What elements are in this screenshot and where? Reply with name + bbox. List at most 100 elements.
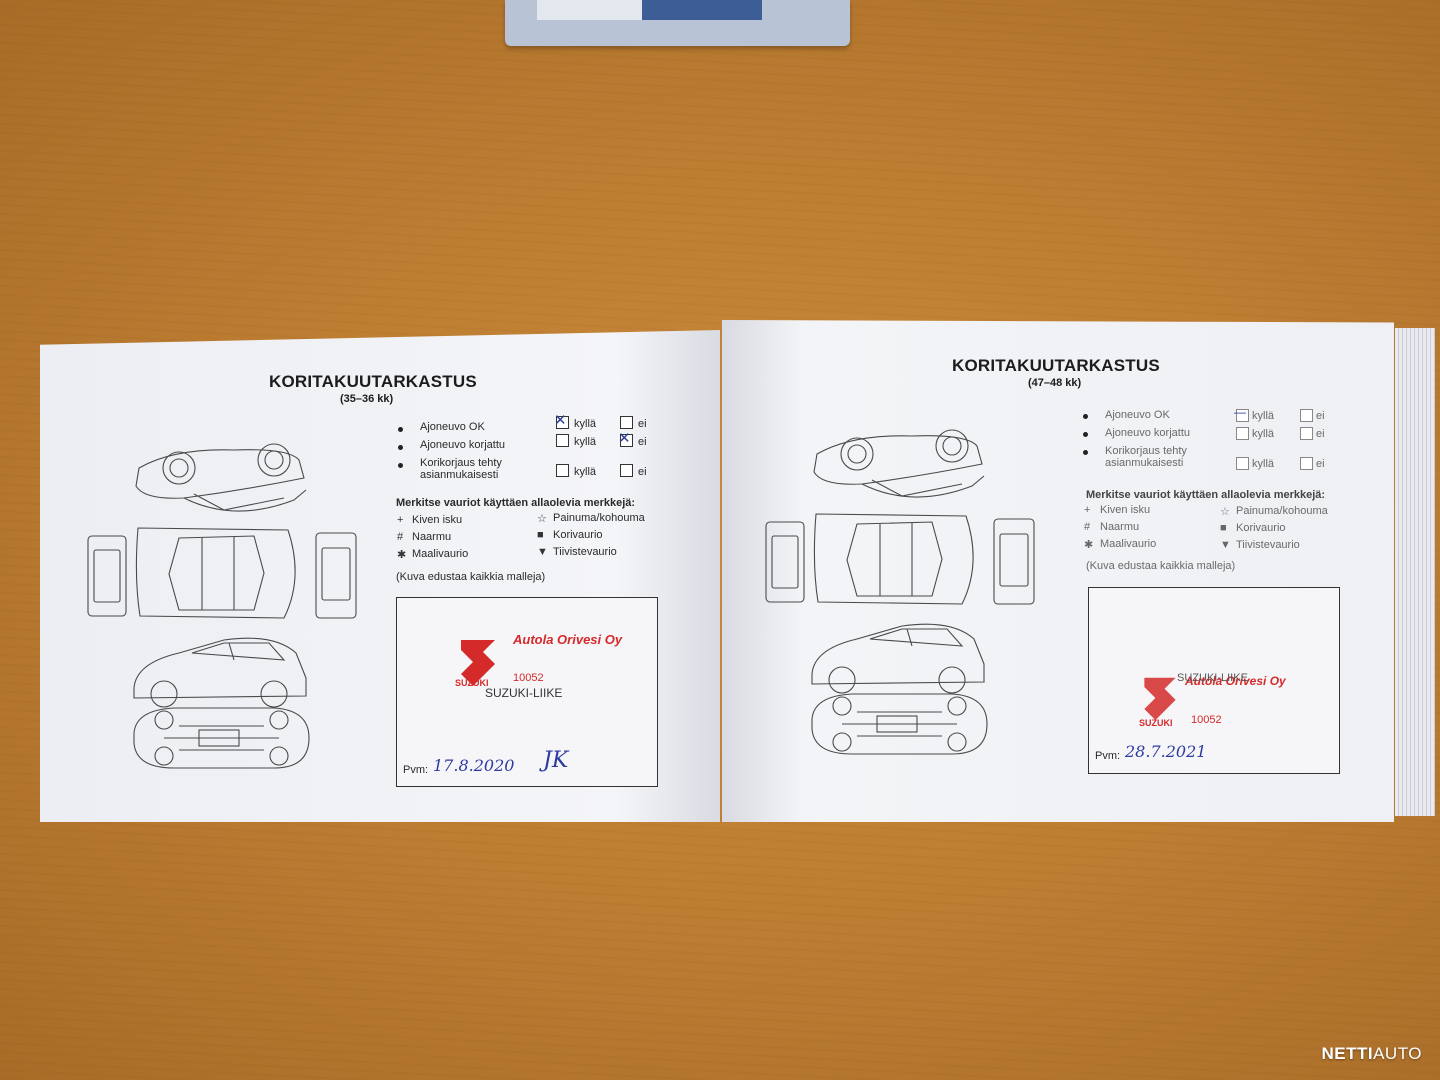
right-page: KORITAKUUTARKASTUS (47–48 kk) Ajoneuvo O… xyxy=(722,320,1394,822)
checkbox-yes[interactable]: ✕ xyxy=(554,412,569,429)
checkbox-yes[interactable] xyxy=(556,464,569,477)
note: (Kuva edustaa kaikkia malleja) xyxy=(396,571,546,583)
handwritten-date: 28.7.2021 xyxy=(1125,742,1207,761)
book-dark-band xyxy=(642,0,762,20)
stamp-brand: SUZUKI xyxy=(455,678,489,688)
page-subtitle: (47–48 kk) xyxy=(1028,377,1082,389)
checkbox-no[interactable] xyxy=(1300,409,1313,422)
mark-symbol: ▼ xyxy=(1220,539,1231,551)
page-title: KORITAKUUTARKASTUS xyxy=(952,356,1160,375)
mark-label: Korivaurio xyxy=(553,529,603,541)
checkbox-yes[interactable] xyxy=(556,434,569,447)
row-label: Ajoneuvo korjattu xyxy=(1105,427,1190,439)
bullet xyxy=(1083,432,1088,437)
dealer-stamp-box: Autola Orivesi Oy SUZUKI 10052 SUZUKI-LI… xyxy=(396,597,658,787)
mark-symbol: ✱ xyxy=(1084,539,1094,551)
checkbox-no[interactable] xyxy=(620,416,633,429)
checkbox-yes[interactable] xyxy=(1236,457,1249,470)
note: (Kuva edustaa kaikkia malleja) xyxy=(1086,560,1236,572)
handwritten-date: 17.8.2020 xyxy=(433,756,515,775)
stamp-type: SUZUKI-LIIKE xyxy=(485,686,563,700)
row-label-line1: Korikorjaus tehty xyxy=(420,457,502,469)
no-label: ei xyxy=(1316,410,1325,422)
stamp-number: 10052 xyxy=(1191,714,1222,726)
logo-bold-part: NETTI xyxy=(1321,1044,1374,1063)
bullet xyxy=(1083,450,1088,455)
mark-symbol: ☆ xyxy=(537,513,547,525)
page-subtitle: (35–36 kk) xyxy=(340,393,394,405)
car-plan-view xyxy=(765,513,1035,605)
no-label: ei xyxy=(1316,458,1325,470)
checkbox-no[interactable] xyxy=(620,464,633,477)
checkbox-no[interactable] xyxy=(1300,427,1313,440)
car-diagram xyxy=(87,443,357,769)
yes-label: kyllä xyxy=(574,418,597,430)
row-label: Ajoneuvo OK xyxy=(420,421,485,433)
left-page: KORITAKUUTARKASTUS (35–36 kk) Ajoneuvo O… xyxy=(40,330,720,822)
blue-service-book xyxy=(505,0,850,46)
mark-label: Tiivistevaurio xyxy=(1236,539,1300,551)
stamp-dealer-name: Autola Orivesi Oy xyxy=(513,632,623,647)
mark-symbol: ☆ xyxy=(1220,506,1230,518)
mark-symbol: ■ xyxy=(1220,522,1227,534)
mark-label: Painuma/kohouma xyxy=(553,512,645,524)
bullet xyxy=(398,427,403,432)
checkbox-yes[interactable]: — xyxy=(1234,406,1249,422)
mark-label: Korivaurio xyxy=(1236,522,1286,534)
page-title: KORITAKUUTARKASTUS xyxy=(269,372,477,391)
book-label-strip xyxy=(537,0,642,20)
car-underbody-view xyxy=(133,707,310,769)
open-service-booklet: KORITAKUUTARKASTUS (35–36 kk) Ajoneuvo O… xyxy=(40,320,1435,825)
stamp-dealer-name: Autola Orivesi Oy xyxy=(1185,674,1286,688)
nettiauto-watermark-logo: NETTIAUTO xyxy=(1321,1044,1422,1064)
bullet xyxy=(398,463,403,468)
mark-symbol: + xyxy=(1084,504,1091,516)
marks-heading: Merkitse vauriot käyttäen allaolevia mer… xyxy=(1086,489,1326,501)
yes-label: kyllä xyxy=(574,466,597,478)
bullet xyxy=(1083,414,1088,419)
yes-label: kyllä xyxy=(574,436,597,448)
stamp-brand: SUZUKI xyxy=(1139,718,1173,728)
mark-symbol: # xyxy=(1084,521,1091,533)
logo-light-part: AUTO xyxy=(1373,1044,1422,1063)
mark-label: Kiven isku xyxy=(412,514,463,526)
mark-label: Maalivaurio xyxy=(1100,538,1157,550)
no-label: ei xyxy=(638,436,647,448)
dealer-stamp-box: Autola Orivesi Oy SUZUKI-LIIKE SUZUKI 10… xyxy=(1088,587,1340,774)
no-label: ei xyxy=(1316,428,1325,440)
marks-heading: Merkitse vauriot käyttäen allaolevia mer… xyxy=(396,497,636,509)
car-side-view xyxy=(133,637,307,708)
mark-label: Painuma/kohouma xyxy=(1236,505,1328,517)
car-top-profile xyxy=(135,443,307,512)
page-edges xyxy=(1395,328,1435,816)
row-label-line1: Korikorjaus tehty xyxy=(1105,445,1187,457)
car-side-view xyxy=(811,623,985,694)
row-label-line2: asianmukaisesti xyxy=(420,469,499,481)
mark-label: Naarmu xyxy=(1100,521,1140,533)
yes-label: kyllä xyxy=(1252,428,1275,440)
mark-symbol: # xyxy=(397,531,404,543)
car-plan-view xyxy=(87,527,357,619)
checkbox-no[interactable]: ✕ xyxy=(618,430,633,447)
handwritten-signature: JK xyxy=(543,748,569,773)
date-label: Pvm: xyxy=(1095,750,1121,762)
checkbox-yes[interactable] xyxy=(1236,427,1249,440)
stamp-type: SUZUKI-LIIKE xyxy=(1177,672,1248,684)
check-mark-icon: ✕ xyxy=(554,412,567,429)
mark-label: Kiven isku xyxy=(1100,504,1151,516)
mark-symbol: + xyxy=(397,514,404,526)
suzuki-logo-icon xyxy=(461,640,495,686)
stamp-number: 10052 xyxy=(513,672,544,684)
date-label: Pvm: xyxy=(403,764,429,776)
mark-label: Maalivaurio xyxy=(412,548,469,560)
yes-label: kyllä xyxy=(1252,458,1275,470)
checkbox-no[interactable] xyxy=(1300,457,1313,470)
check-mark-icon: ✕ xyxy=(618,430,631,447)
mark-symbol: ▼ xyxy=(537,546,548,558)
mark-symbol: ■ xyxy=(537,529,544,541)
no-label: ei xyxy=(638,418,647,430)
car-top-profile xyxy=(813,429,985,498)
yes-label: kyllä xyxy=(1252,410,1275,422)
row-label-line2: asianmukaisesti xyxy=(1105,457,1184,469)
car-diagram xyxy=(765,429,1035,755)
